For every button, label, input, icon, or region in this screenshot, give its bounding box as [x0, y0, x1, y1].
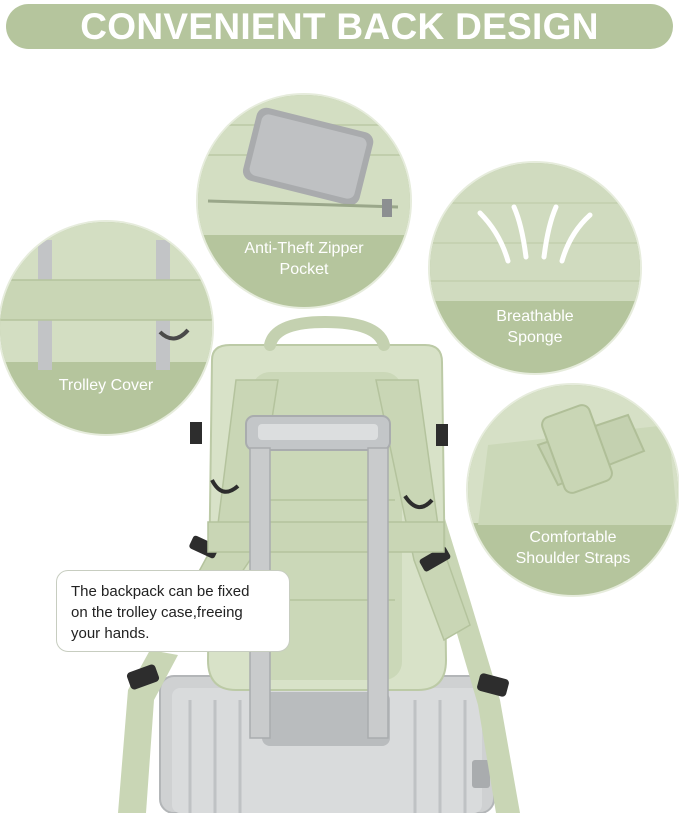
- trolley-label-line1: Trolley Cover: [58, 377, 154, 394]
- straps-label-line2: Shoulder Straps: [515, 550, 631, 567]
- banner-title: CONVENIENT BACK DESIGN: [80, 5, 599, 47]
- pocket-label-line2: Pocket: [279, 261, 329, 278]
- trolley-callout: The backpack can be fixed on the trolley…: [56, 570, 290, 652]
- pocket-illustration: [198, 95, 410, 235]
- trolley-illustration: [0, 222, 212, 370]
- feature-circle-trolley: Trolley Cover: [0, 222, 212, 434]
- sponge-label-line1: Breathable: [496, 308, 574, 325]
- trolley-label: Trolley Cover: [0, 375, 212, 396]
- pocket-label: Anti-Theft Zipper Pocket: [198, 238, 410, 280]
- callout-line1: The backpack can be fixed: [71, 583, 250, 600]
- feature-circle-pocket: Anti-Theft Zipper Pocket: [198, 95, 410, 307]
- callout-line3: your hands.: [71, 625, 150, 642]
- straps-label-line1: Comfortable: [529, 529, 617, 546]
- sponge-label: Breathable Sponge: [430, 306, 640, 348]
- sponge-label-line2: Sponge: [507, 329, 563, 346]
- suitcase: [159, 675, 495, 813]
- pocket-label-line1: Anti-Theft Zipper: [244, 240, 364, 257]
- straps-illustration: [468, 385, 678, 525]
- left-strap: [118, 650, 178, 813]
- straps-label: Comfortable Shoulder Straps: [468, 527, 678, 569]
- feature-circle-sponge: Breathable Sponge: [430, 163, 640, 373]
- title-banner: CONVENIENT BACK DESIGN: [6, 4, 673, 49]
- feature-circle-straps: Comfortable Shoulder Straps: [468, 385, 678, 595]
- sponge-illustration: [430, 163, 640, 301]
- callout-line2: on the trolley case,freeing: [71, 604, 243, 621]
